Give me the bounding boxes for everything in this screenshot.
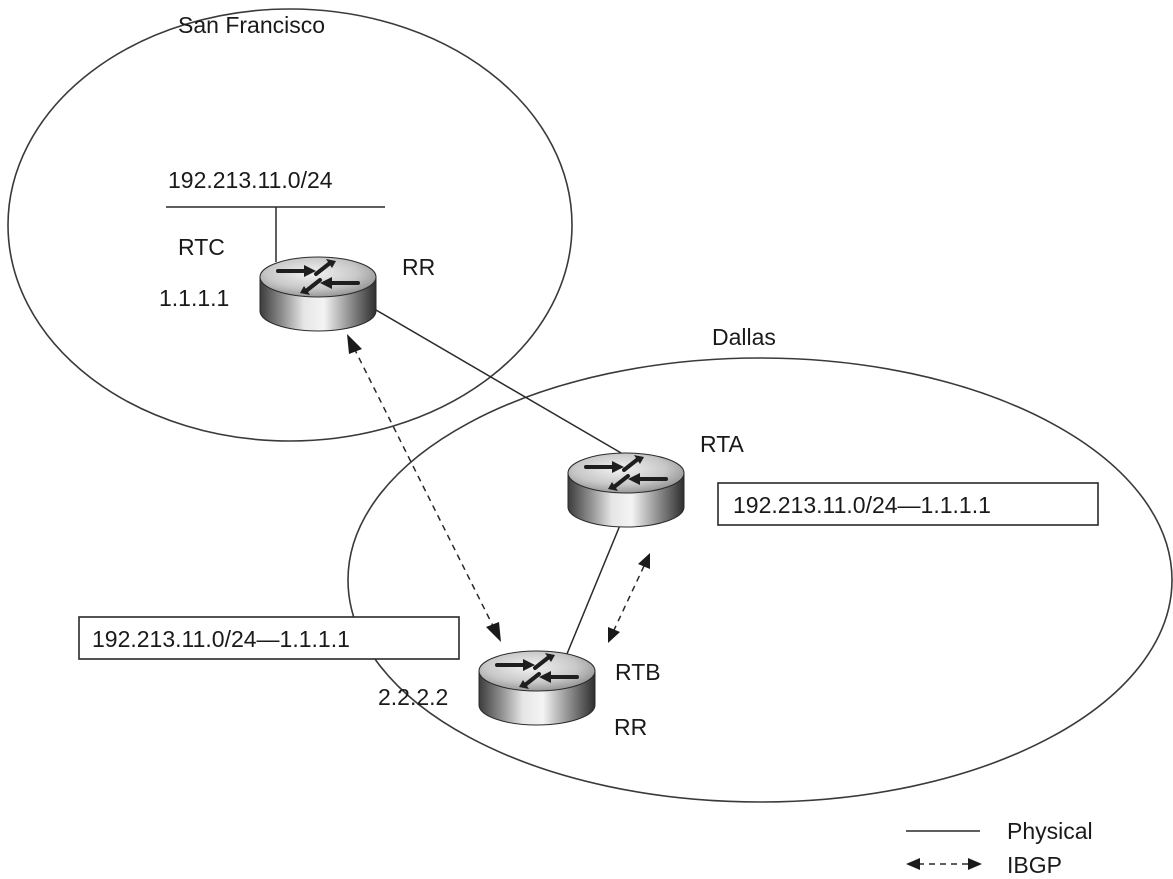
rta-name: RTA [700, 431, 745, 457]
dallas-region [347, 357, 1173, 803]
legend-physical-label: Physical [1007, 818, 1093, 844]
legend: Physical IBGP [906, 818, 1093, 878]
link-rta-rtb [561, 517, 624, 667]
rta-route-entry: 192.213.11.0/24—1.1.1.1 [733, 492, 991, 518]
rtc-address: 1.1.1.1 [159, 285, 229, 311]
ibgp-session-rtc-rtb [347, 334, 501, 642]
router-icon [258, 255, 378, 333]
rtb-address: 2.2.2.2 [378, 684, 448, 710]
dallas-label: Dallas [712, 324, 776, 350]
legend-ibgp-arrow [906, 858, 982, 870]
link-rtc-rta [375, 309, 629, 458]
rtc-role: RR [402, 254, 435, 280]
router-icon [566, 451, 686, 529]
router-icon [477, 649, 597, 727]
subnet-label: 192.213.11.0/24 [168, 167, 333, 193]
san-francisco-label: San Francisco [178, 12, 325, 38]
san-francisco-region [7, 8, 573, 442]
rta-route-entry-box [717, 482, 1099, 526]
rtb-route-entry: 192.213.11.0/24—1.1.1.1 [92, 626, 350, 652]
rtb-role: RR [614, 714, 647, 740]
rtb-name: RTB [615, 659, 661, 685]
rtc-name: RTC [178, 234, 225, 260]
ibgp-session-rta-rtb [608, 553, 650, 643]
legend-ibgp-label: IBGP [1007, 852, 1062, 878]
rtb-route-entry-box [78, 616, 460, 660]
